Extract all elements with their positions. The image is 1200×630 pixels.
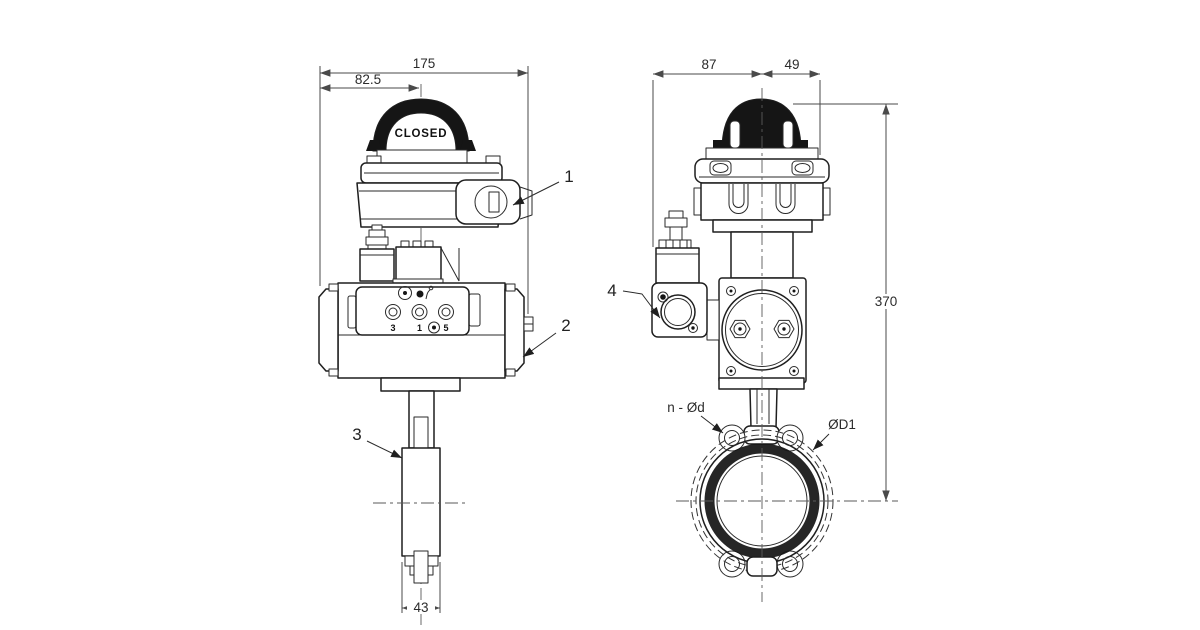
- position-indicator-dome: CLOSED: [366, 98, 476, 164]
- solenoid-coil-front: [359, 224, 395, 282]
- flange-bottom-plate: [718, 377, 805, 390]
- bolt-holes-label: n - Ød: [667, 400, 705, 415]
- callout-2-label: 2: [561, 316, 570, 335]
- callout-3-label: 3: [352, 425, 361, 444]
- dome-foot-left: [366, 140, 382, 151]
- override-dot: [416, 290, 424, 298]
- valve-body-front: [373, 447, 469, 584]
- hex-bolt-left: [729, 319, 751, 339]
- dim-82-5: 82.5: [355, 72, 381, 87]
- dimension-valve-width: 43: [401, 562, 441, 615]
- mounting-bracket-front: [392, 240, 460, 284]
- wafer-body: [401, 447, 441, 557]
- dome-base-plate: [376, 149, 468, 164]
- port-5-label: 5: [443, 323, 448, 333]
- callout-2-actuator: 2: [522, 316, 571, 358]
- actuator-side: [718, 231, 807, 384]
- annotation-bolt-holes: n - Ød: [667, 400, 724, 434]
- port-3-label: 3: [390, 323, 395, 333]
- callout-4-label: 4: [607, 281, 616, 300]
- callout-1-limit-switch: 1: [512, 167, 574, 206]
- centerlines-side: [676, 88, 898, 602]
- actuator-end-cap-left: [318, 288, 339, 372]
- front-view: 175 82.5 CLOSED: [318, 56, 574, 628]
- solenoid-valve-side: [651, 210, 720, 341]
- dimension-left-offset: 87: [652, 57, 762, 247]
- callout-4-solenoid: 4: [607, 281, 661, 319]
- port-1: [411, 304, 428, 320]
- dim-370: 370: [875, 294, 898, 309]
- solenoid-coil-side: [655, 247, 700, 284]
- port-3: [385, 304, 401, 320]
- dimension-center-offset: 82.5: [320, 72, 419, 92]
- callout-3-valve: 3: [352, 425, 403, 459]
- dim-175: 175: [413, 56, 436, 71]
- valve-neck-side: [749, 388, 778, 429]
- dimension-overall-height: 370: [793, 103, 903, 501]
- bracket-plate: [380, 377, 461, 392]
- port-5: [438, 304, 454, 320]
- side-view: 87 49: [607, 57, 903, 602]
- bolt-circle-label: ØD1: [828, 417, 856, 432]
- bracket-block: [395, 246, 442, 283]
- lug-bottom-left: [718, 550, 746, 578]
- dim-43: 43: [413, 600, 428, 615]
- port-1-label: 1: [417, 323, 422, 333]
- actuator-end-cap-right: [504, 288, 525, 372]
- bottom-stem: [413, 550, 429, 584]
- dim-87: 87: [701, 57, 716, 72]
- valve-manifold-front: 3 1 5: [347, 285, 481, 336]
- hex-bolt-right: [773, 319, 795, 339]
- conduit-entry-port: [455, 179, 533, 225]
- stem-boss-top: [743, 425, 780, 445]
- indicator-window-label: CLOSED: [395, 128, 448, 140]
- lug-top-left: [718, 424, 746, 452]
- dimension-right-offset: 49: [762, 57, 821, 155]
- valve-neck-front: [380, 377, 461, 456]
- annotation-bolt-circle: ØD1: [812, 417, 856, 451]
- callout-1-label: 1: [564, 167, 573, 186]
- dim-49: 49: [784, 57, 799, 72]
- dome-foot-right: [460, 140, 476, 151]
